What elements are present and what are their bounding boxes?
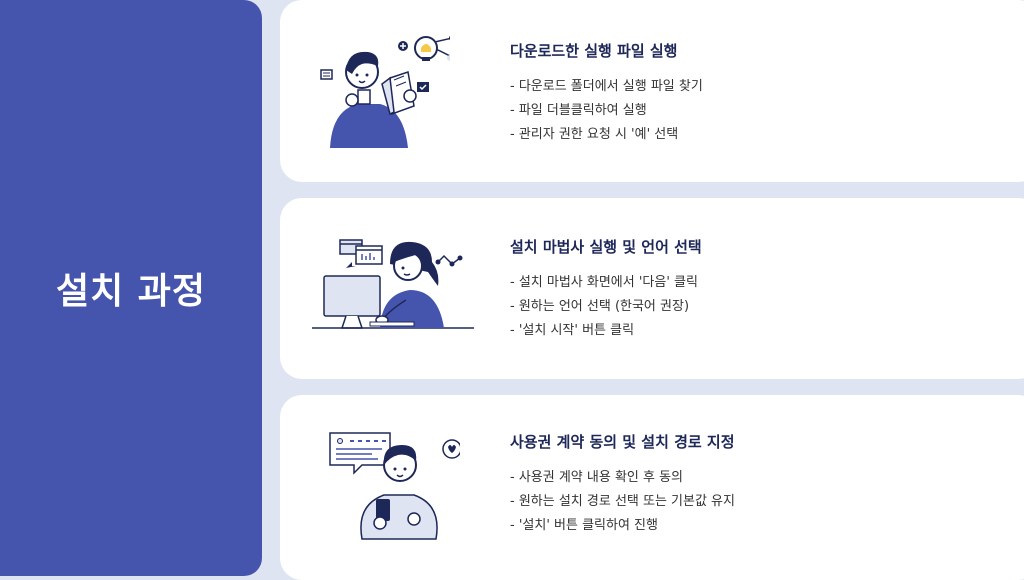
step-title: 다운로드한 실행 파일 실행 [510,42,678,60]
step-bullet-list: - 사용권 계약 내용 확인 후 동의 - 원하는 설치 경로 선택 또는 기본… [510,466,735,538]
step-text-2: 설치 마법사 실행 및 언어 선택 - 설치 마법사 화면에서 '다음' 클릭 … [510,236,702,343]
step-bullet-list: - 다운로드 폴더에서 실행 파일 찾기 - 파일 더블클릭하여 실행 - 관리… [510,75,703,147]
step-bullet: - 원하는 설치 경로 선택 또는 기본값 유지 [510,494,735,509]
step-text-3: 사용권 계약 동의 및 설치 경로 지정 - 사용권 계약 내용 확인 후 동의… [510,431,735,538]
page-title: 설치 과정 [55,271,206,312]
step-card-1: 다운로드한 실행 파일 실행 - 다운로드 폴더에서 실행 파일 찾기 - 파일… [280,0,1024,182]
step-text-1: 다운로드한 실행 파일 실행 - 다운로드 폴더에서 실행 파일 찾기 - 파일… [510,40,703,147]
step-bullet: - 다운로드 폴더에서 실행 파일 찾기 [510,79,703,94]
step-bullet: - 파일 더블클릭하여 실행 [510,103,647,118]
person-holding-phone-illustration [329,432,460,540]
step-bullet: - 설치 마법사 화면에서 '다음' 클릭 [510,275,698,290]
step-bullet-list: - 설치 마법사 화면에서 '다음' 클릭 - 원하는 언어 선택 (한국어 권… [510,271,702,343]
person-reading-document-illustration [320,35,450,148]
step-bullet: - 관리자 권한 요청 시 '예' 선택 [510,127,679,142]
step-title: 설치 마법사 실행 및 언어 선택 [510,238,702,256]
step-card-3: 사용권 계약 동의 및 설치 경로 지정 - 사용권 계약 내용 확인 후 동의… [280,395,1024,580]
step-bullet: - 원하는 언어 선택 (한국어 권장) [510,299,690,314]
person-using-computer-illustration [312,239,474,329]
step-card-2: 설치 마법사 실행 및 언어 선택 - 설치 마법사 화면에서 '다음' 클릭 … [280,198,1024,379]
sidebar-panel: 설치 과정 [0,0,262,576]
step-bullet: - '설치' 버튼 클릭하여 진행 [510,518,658,533]
step-bullet: - '설치 시작' 버튼 클릭 [510,323,635,338]
step-title: 사용권 계약 동의 및 설치 경로 지정 [510,433,735,451]
step-bullet: - 사용권 계약 내용 확인 후 동의 [510,470,684,485]
